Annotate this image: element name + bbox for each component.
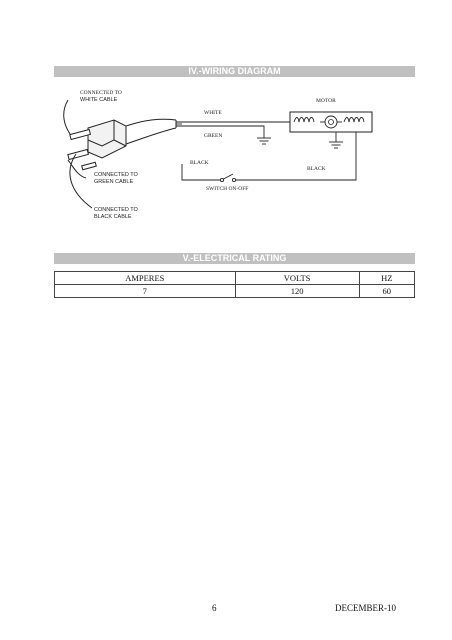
callout-black-line1: CONNECTED TO [94,207,139,213]
table-header-row: AMPERES VOLTS HZ [54,271,416,285]
plug-illustration [63,99,177,209]
header-volts: VOLTS [234,271,360,285]
table-row: 7 120 60 [54,284,416,298]
callout-white-line2: WHITE CABLE [80,97,118,103]
value-hz: 60 [358,284,416,298]
label-black-left: BLACK [190,160,209,166]
header-hz: HZ [358,271,416,285]
footer-date: DECEMBER-10 [335,603,397,613]
value-volts: 120 [234,284,360,298]
value-amperes: 7 [54,284,236,298]
ground-symbol-motor [329,132,343,149]
label-black-right: BLACK [307,166,326,172]
wiring-diagram: CONNECTED TO WHITE CABLE CONNECTED TO GR… [63,90,373,220]
header-amperes: AMPERES [54,271,236,285]
callout-black-line2: BLACK CABLE [94,214,132,220]
motor-symbol [289,111,373,133]
label-motor: MOTOR [316,98,336,104]
page-number: 6 [212,603,217,613]
callout-white-line1: CONNECTED TO [80,90,122,96]
label-green: GREEN [204,133,222,139]
ground-symbol-green [257,132,271,145]
label-white: WHITE [204,110,222,116]
label-switch: SWITCH ON-OFF [206,186,248,192]
switch-symbol [219,173,237,183]
electrical-rating-table: AMPERES VOLTS HZ 7 120 60 [54,271,416,298]
electrical-rating-heading: V.-ELECTRICAL RATING [54,253,415,264]
callout-green-line1: CONNECTED TO [94,172,139,178]
circuit-wires [176,121,357,181]
wiring-diagram-heading: IV.-WIRING DIAGRAM [54,66,415,77]
callout-green-line2: GREEN CABLE [94,179,133,185]
